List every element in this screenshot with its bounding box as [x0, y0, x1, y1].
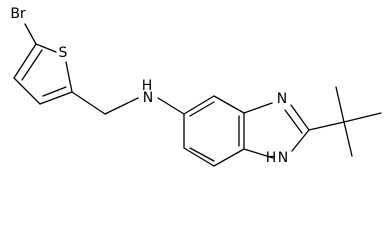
sulfur-atom-label: S — [59, 45, 68, 61]
imidazole-nh-n-label: N — [278, 150, 288, 166]
bromine-atom-label: Br — [10, 6, 26, 22]
molecule-structure: Br S H N N N H — [10, 6, 382, 167]
amine-to-ring-bond — [157, 97, 185, 115]
imidazole-n-label: N — [277, 91, 287, 107]
benzene-ring — [183, 95, 245, 167]
methylene-linker — [71, 91, 139, 115]
tert-butyl-group — [308, 86, 382, 157]
amine-n-label: N — [143, 90, 153, 106]
imidazole-h-label: H — [266, 150, 277, 166]
imidazole-ring — [243, 102, 310, 159]
thiophene-ring — [13, 23, 73, 105]
amine-h-label: H — [142, 78, 153, 94]
